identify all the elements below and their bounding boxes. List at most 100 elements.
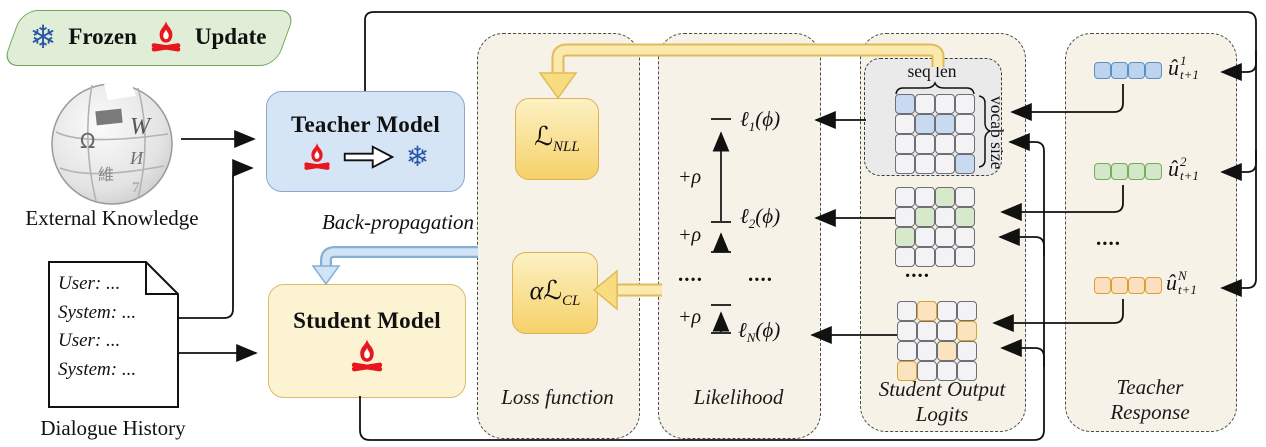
logits-panel-label-line1: Student Output	[878, 377, 1006, 401]
transition-arrow-icon	[342, 143, 396, 171]
logit-cell	[895, 114, 915, 134]
external-knowledge-label: External Knowledge	[25, 206, 199, 230]
logits-grid-1	[895, 94, 975, 174]
rho-increment-label: +ρ	[678, 224, 702, 246]
dialogue-to-teacher-arrow	[177, 159, 254, 319]
logit-cell	[937, 301, 957, 321]
backprop-arrowhead	[311, 265, 341, 286]
rho-increment-label: +ρ	[678, 166, 702, 188]
logit-cell	[895, 227, 915, 247]
nll-loss-subscript: NLL	[553, 139, 580, 156]
frozen-label: Frozen	[68, 24, 137, 49]
logit-cell	[895, 207, 915, 227]
rho-increment-label: +ρ	[678, 306, 702, 328]
cl-loss-subscript: CL	[562, 293, 581, 310]
backprop-arrow-fill	[322, 248, 478, 267]
campfire-icon	[349, 338, 385, 374]
student-model-label: Student Model	[293, 308, 441, 333]
campfire-icon	[149, 20, 183, 54]
logit-cell	[915, 207, 935, 227]
logit-cell	[897, 301, 917, 321]
logits-panel-label-line2: Logits	[915, 402, 969, 426]
cl-loss-box: αℒCL	[512, 252, 598, 334]
logit-cell	[935, 114, 955, 134]
logit-cell	[917, 341, 937, 361]
teacher-model-box: Teacher Model ❄	[266, 91, 465, 192]
backprop-arrow-border	[320, 246, 478, 266]
logit-cell	[915, 187, 935, 207]
svg-text:Ω: Ω	[80, 129, 95, 153]
svg-text:7: 7	[132, 180, 140, 196]
snowflake-icon: ❄	[405, 139, 430, 173]
likelihood-l2-label: ℓ2(ϕ)	[740, 204, 781, 232]
snowflake-icon: ❄	[29, 18, 57, 56]
likelihood-panel-label: Likelihood	[693, 385, 784, 409]
likelihood-lN-label: ℓN(ϕ)	[738, 318, 781, 346]
logit-cell	[897, 341, 917, 361]
response-tokens-3	[1094, 277, 1162, 294]
logits-grid-2	[895, 187, 975, 267]
loss-function-panel-label: Loss function	[501, 385, 614, 409]
svg-text:W: W	[130, 114, 152, 140]
logit-cell	[895, 134, 915, 154]
update-label: Update	[194, 24, 267, 49]
dialogue-line: User: ...	[58, 273, 121, 294]
logits-grid-3	[897, 301, 977, 381]
dialogue-line: System: ...	[58, 301, 137, 323]
logit-cell	[957, 301, 977, 321]
logit-cell	[955, 134, 975, 154]
logit-cell	[955, 114, 975, 134]
legend-content: ❄ Frozen Update	[12, 10, 284, 64]
logit-cell	[935, 247, 955, 267]
logit-cell	[955, 187, 975, 207]
logit-cell	[895, 154, 915, 174]
logit-cell	[935, 227, 955, 247]
loss-function-panel	[477, 33, 640, 439]
svg-text:維: 維	[98, 165, 114, 184]
wikipedia-globe: W Ω И 維 7	[51, 80, 173, 205]
dialogue-history-label: Dialogue History	[40, 416, 186, 440]
nll-loss-symbol: ℒ	[534, 121, 554, 151]
logit-cell	[935, 187, 955, 207]
logit-cell	[955, 154, 975, 174]
logit-cell	[917, 321, 937, 341]
logit-cell	[915, 134, 935, 154]
likelihood-ellipsis: ....	[748, 262, 773, 286]
back-propagation-label: Back-propagation	[321, 210, 475, 234]
logits-ellipsis: ....	[905, 258, 930, 282]
logit-cell	[895, 94, 915, 114]
logit-cell	[915, 114, 935, 134]
logit-cell	[955, 94, 975, 114]
likelihood-l1-label: ℓ1(ϕ)	[740, 107, 781, 135]
seq-len-label: seq len	[907, 61, 957, 81]
response-tokens-1	[1094, 62, 1162, 79]
logit-cell	[937, 341, 957, 361]
teacher-response-panel	[1065, 33, 1237, 432]
dialogue-line: User: ...	[58, 330, 121, 351]
student-model-box: Student Model	[268, 284, 466, 398]
logit-cell	[957, 321, 977, 341]
teacher-model-label: Teacher Model	[291, 111, 440, 137]
logit-cell	[935, 154, 955, 174]
response-panel-label-line1: Teacher	[1116, 375, 1184, 399]
logit-cell	[957, 341, 977, 361]
campfire-icon	[302, 142, 332, 172]
logit-cell	[937, 321, 957, 341]
cl-loss-symbol: αℒ	[529, 275, 562, 305]
logit-cell	[935, 207, 955, 227]
response-panel-label-line2: Response	[1110, 400, 1190, 424]
likelihood-ellipsis: ....	[678, 262, 703, 286]
logit-cell	[935, 134, 955, 154]
response-tokens-2	[1094, 163, 1162, 180]
response-ellipsis: ....	[1096, 226, 1121, 250]
logit-cell	[915, 227, 935, 247]
dialogue-line: System: ...	[58, 358, 137, 380]
nll-loss-box: ℒNLL	[515, 98, 599, 180]
vocab-size-label: vocab size	[987, 96, 1007, 170]
logit-cell	[955, 227, 975, 247]
logit-cell	[915, 94, 935, 114]
dialogue-document	[48, 261, 179, 408]
logit-cell	[895, 187, 915, 207]
